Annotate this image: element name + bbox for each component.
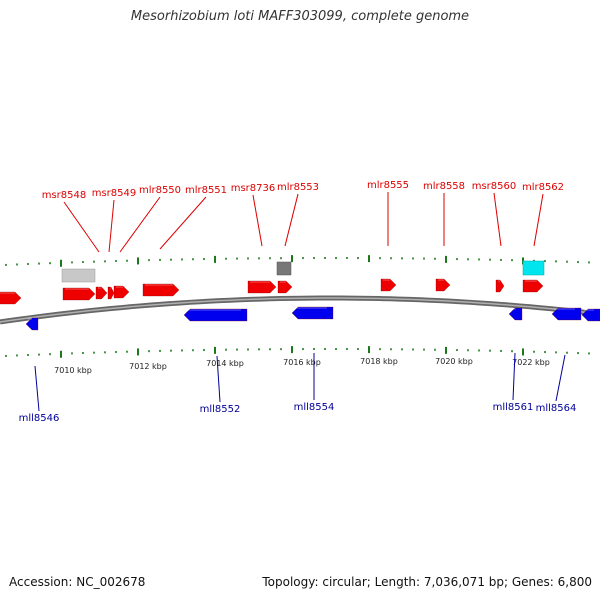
accession-text: Accession: NC_002678 [9, 575, 146, 589]
forward-gene [277, 280, 293, 294]
forward-gene-label: msr8560 [472, 181, 517, 192]
forward-gene-label: mlr8558 [423, 181, 465, 192]
reverse-gene-label: mll8564 [536, 403, 577, 414]
genome-backbone-highlight [0, 297, 600, 323]
reverse-gene-label: mll8552 [200, 404, 241, 415]
reverse-leader-line [34, 365, 40, 412]
forward-gene [495, 279, 505, 293]
scale-label: 7016 kbp [283, 358, 321, 367]
scale-label: 7020 kbp [435, 357, 473, 366]
reverse-gene [508, 307, 523, 321]
cyan-feature [522, 260, 545, 276]
forward-leader-line [159, 196, 207, 250]
scale-label: 7014 kbp [206, 359, 244, 368]
forward-leader-line [108, 199, 115, 253]
scale-label: 7022 kbp [512, 358, 550, 367]
map-title: Mesorhizobium loti MAFF303099, complete … [130, 9, 470, 24]
genome-summary-text: Topology: circular; Length: 7,036,071 bp… [262, 575, 592, 589]
forward-leader-line [63, 201, 100, 253]
reverse-gene [581, 308, 600, 322]
forward-gene-label: mlr8551 [185, 185, 227, 196]
forward-leader-line [284, 193, 299, 247]
forward-gene [62, 287, 96, 301]
forward-gene [95, 286, 108, 300]
scale-label: 7012 kbp [129, 362, 167, 371]
reverse-gene [551, 307, 582, 321]
forward-gene [142, 283, 180, 297]
reverse-gene [25, 317, 39, 331]
reverse-leader-line [512, 352, 516, 401]
scale-label: 7018 kbp [360, 357, 398, 366]
scale-label: 7010 kbp [54, 366, 92, 375]
forward-leader-line [252, 194, 263, 247]
reverse-leader-line [216, 355, 221, 403]
reverse-leader-line [555, 354, 566, 402]
forward-leader-line [533, 193, 544, 247]
forward-gene [522, 279, 544, 293]
forward-gene [380, 278, 397, 292]
gray-feature [276, 261, 292, 276]
forward-gene [113, 285, 130, 299]
forward-gene [107, 286, 115, 300]
forward-gene-label: msr8736 [231, 183, 276, 194]
reverse-gene-label: mll8546 [19, 413, 60, 424]
forward-gene-label: mlr8562 [522, 182, 564, 193]
forward-gene-label: msr8549 [92, 188, 137, 199]
forward-gene [0, 291, 22, 305]
reverse-gene [291, 306, 334, 320]
forward-gene-label: mlr8553 [277, 182, 319, 193]
reverse-gene-label: mll8554 [294, 402, 335, 413]
forward-gene [435, 278, 451, 292]
gray-feature [61, 268, 96, 283]
forward-gene-label: msr8548 [42, 190, 87, 201]
forward-leader-line [493, 192, 502, 247]
forward-gene [247, 280, 277, 294]
reverse-gene-label: mll8561 [493, 402, 534, 413]
forward-leader-line [119, 196, 161, 253]
forward-gene-label: mlr8550 [139, 185, 181, 196]
forward-gene-label: mlr8555 [367, 180, 409, 191]
reverse-gene [183, 308, 248, 322]
